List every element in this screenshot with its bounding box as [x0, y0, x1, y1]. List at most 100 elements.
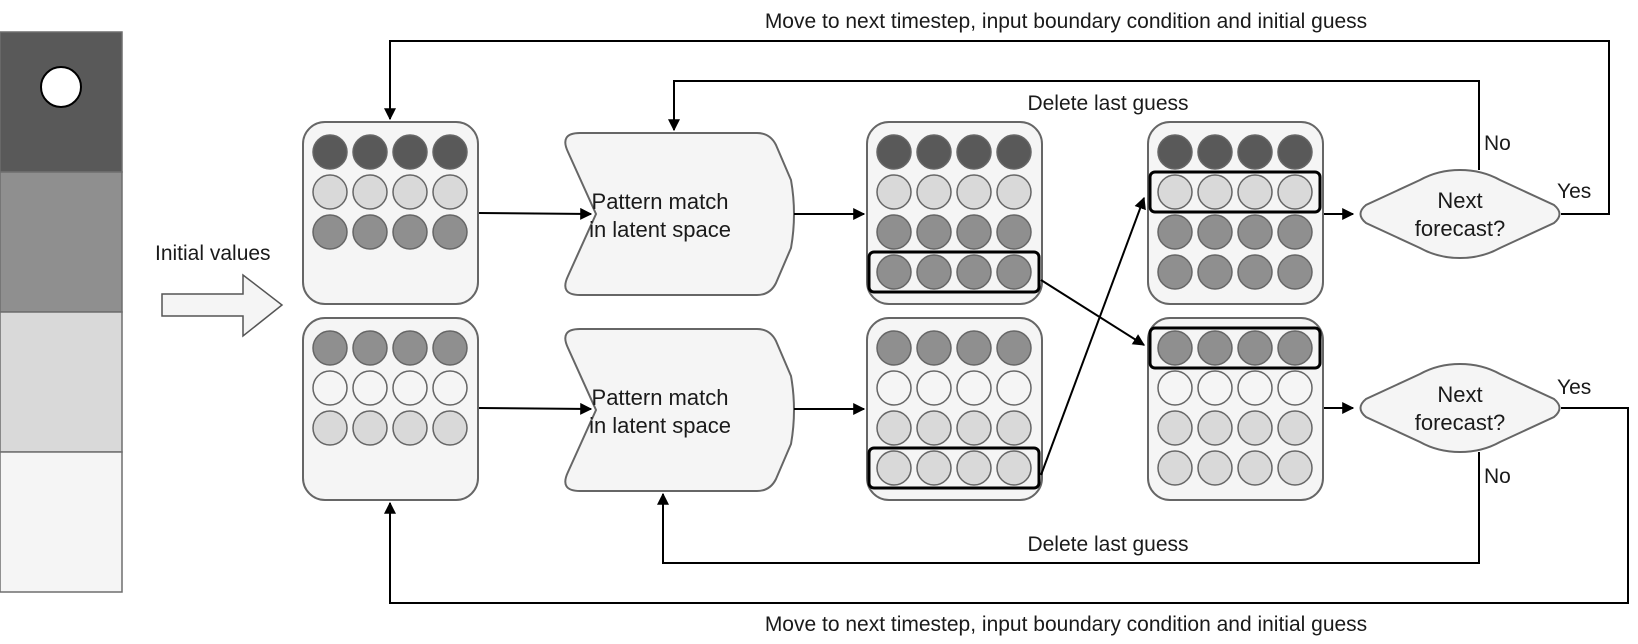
- grid-cell-circle: [876, 174, 912, 210]
- legend-marker-circle: [40, 66, 82, 108]
- grid-cell-circle: [1277, 174, 1313, 210]
- grid-cell-circle: [876, 214, 912, 250]
- grid-cell-circle: [1237, 174, 1273, 210]
- highlighted-row-frame: [867, 446, 1041, 490]
- grid-cell-circle: [1197, 330, 1233, 366]
- grid-cell-circle: [1157, 370, 1193, 406]
- grid-cell-circle: [1277, 370, 1313, 406]
- input-grid-bottom: [312, 330, 468, 446]
- grid-cell-circle: [1237, 370, 1273, 406]
- grid-cell-circle: [352, 330, 388, 366]
- grid-cell-circle: [956, 410, 992, 446]
- grid-cell-circle: [956, 254, 992, 290]
- decision-label-line2: forecast?: [1415, 410, 1506, 435]
- grid-cell-circle: [876, 410, 912, 446]
- grid-cell-circle: [1277, 214, 1313, 250]
- decision-next-forecast-bottom: Next forecast?: [1359, 362, 1561, 454]
- forecast-grid-top: [867, 134, 1041, 294]
- grid-cell-circle: [352, 174, 388, 210]
- grid-cell-circle: [1277, 134, 1313, 170]
- grid-cell-circle: [876, 254, 912, 290]
- forecast-grid-bottom: [867, 330, 1041, 490]
- arrow-loop-no-top: [668, 80, 1480, 170]
- grid-cell-circle: [392, 370, 428, 406]
- grid-cell-circle: [392, 410, 428, 446]
- grid-cell-circle: [1237, 134, 1273, 170]
- bottom-loop-label: Move to next timestep, input boundary co…: [765, 613, 1367, 636]
- grid-cell-circle: [1197, 214, 1233, 250]
- grid-cell-circle: [1277, 450, 1313, 486]
- grid-cell-circle: [996, 450, 1032, 486]
- grid-cell-circle: [996, 134, 1032, 170]
- grid-cell-circle: [392, 214, 428, 250]
- grid-cell-circle: [956, 330, 992, 366]
- grid-cell-circle: [1237, 330, 1273, 366]
- grid-cell-circle: [996, 410, 1032, 446]
- grid-cell-circle: [876, 450, 912, 486]
- initial-values-arrow: [161, 273, 284, 338]
- grid-cell-circle: [956, 134, 992, 170]
- grid-cell-circle: [956, 450, 992, 486]
- grid-cell-circle: [1157, 450, 1193, 486]
- grid-cell-circle: [996, 370, 1032, 406]
- grid-cell-circle: [996, 214, 1032, 250]
- grid-cell-circle: [432, 174, 468, 210]
- grid-cell-circle: [1237, 214, 1273, 250]
- grid-cell-circle: [916, 254, 952, 290]
- grid-cell-circle: [432, 214, 468, 250]
- arrow-loop-no-bottom: [657, 452, 1480, 564]
- grid-cell-circle: [352, 134, 388, 170]
- grid-cell-circle: [392, 134, 428, 170]
- grid-cell-circle: [956, 174, 992, 210]
- grid-cell-circle: [876, 370, 912, 406]
- highlighted-row-frame: [1148, 326, 1322, 370]
- grid-cell-circle: [432, 410, 468, 446]
- grid-cell-circle: [1197, 370, 1233, 406]
- grid-cell-circle: [1197, 410, 1233, 446]
- grid-cell-circle: [916, 174, 952, 210]
- grid-cell-circle: [312, 174, 348, 210]
- process-label-line1: Pattern match: [592, 385, 729, 410]
- shifted-grid-top: [1148, 134, 1322, 290]
- arrow-loop-yes-top: [384, 40, 1610, 215]
- legend-swatch-light: [0, 311, 123, 453]
- grid-cell-circle: [1237, 410, 1273, 446]
- grid-cell-circle: [432, 134, 468, 170]
- grid-cell-circle: [1157, 134, 1193, 170]
- grid-cell-circle: [996, 330, 1032, 366]
- grid-cell-circle: [916, 134, 952, 170]
- decision-diamond: [1359, 168, 1561, 260]
- decision-label-line1: Next: [1437, 382, 1482, 407]
- grid-cell-circle: [956, 370, 992, 406]
- grid-cell-circle: [1277, 254, 1313, 290]
- no-label-bottom: No: [1484, 465, 1511, 488]
- grid-cell-circle: [1197, 450, 1233, 486]
- grid-cell-circle: [1277, 330, 1313, 366]
- grid-cell-circle: [876, 134, 912, 170]
- highlighted-row-frame: [867, 250, 1041, 294]
- grid-cell-circle: [392, 330, 428, 366]
- grid-cell-circle: [1197, 134, 1233, 170]
- grid-cell-circle: [1197, 254, 1233, 290]
- grid-cell-circle: [996, 254, 1032, 290]
- highlighted-row-frame: [1148, 170, 1322, 214]
- grid-cell-circle: [1157, 330, 1193, 366]
- process-shape: [564, 132, 795, 296]
- grid-cell-circle: [916, 330, 952, 366]
- forecast-box-top: [866, 121, 1043, 305]
- no-label-top: No: [1484, 132, 1511, 155]
- grid-cell-circle: [956, 214, 992, 250]
- grid-cell-circle: [392, 174, 428, 210]
- legend-swatch-mid: [0, 171, 123, 313]
- decision-next-forecast-top: Next forecast?: [1359, 168, 1561, 260]
- process-pattern-match-top: Pattern match in latent space: [564, 132, 795, 296]
- grid-cell-circle: [1197, 174, 1233, 210]
- grid-cell-circle: [1157, 214, 1193, 250]
- input-box-bottom: [302, 317, 479, 501]
- arrow-input-to-process-top: [478, 207, 593, 220]
- yes-label-bottom: Yes: [1557, 376, 1591, 399]
- process-shape: [564, 328, 795, 492]
- grid-cell-circle: [1237, 450, 1273, 486]
- grid-cell-circle: [1157, 410, 1193, 446]
